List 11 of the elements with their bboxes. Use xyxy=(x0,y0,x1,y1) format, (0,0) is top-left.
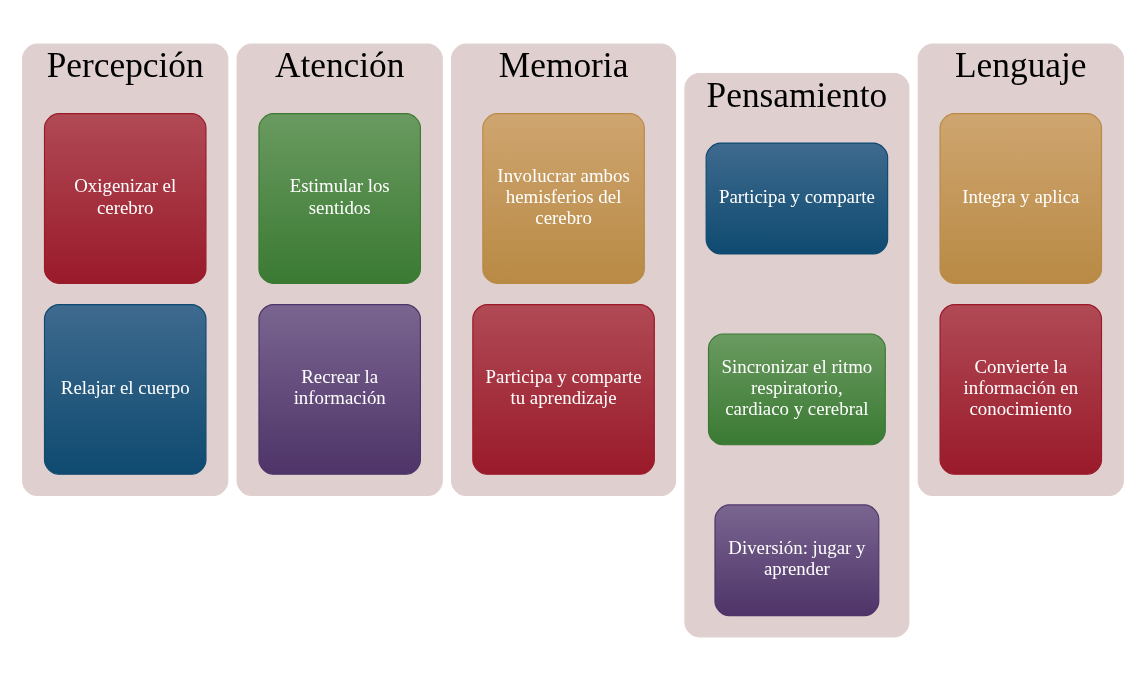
node-box: Diversión: jugar y aprender xyxy=(714,504,880,617)
node-box: Estimular los sentidos xyxy=(258,113,421,284)
node-box: Participa y comparte xyxy=(705,142,889,255)
node-box: Convierte la información en conocimiento xyxy=(939,303,1103,475)
node-box: Oxigenizar el cerebro xyxy=(43,113,207,284)
node-box: Participa y comparte tu aprendizaje xyxy=(472,303,655,475)
node-box: Sincronizar el ritmo respiratorio, cardiaco y cerebral xyxy=(707,333,886,446)
node-box: Relajar el cuerpo xyxy=(43,303,207,475)
node-box: Integra y aplica xyxy=(939,113,1103,284)
node-box: Recrear la información xyxy=(258,303,421,475)
node-box: Involucrar ambos hemisferios del cerebro xyxy=(482,113,645,284)
